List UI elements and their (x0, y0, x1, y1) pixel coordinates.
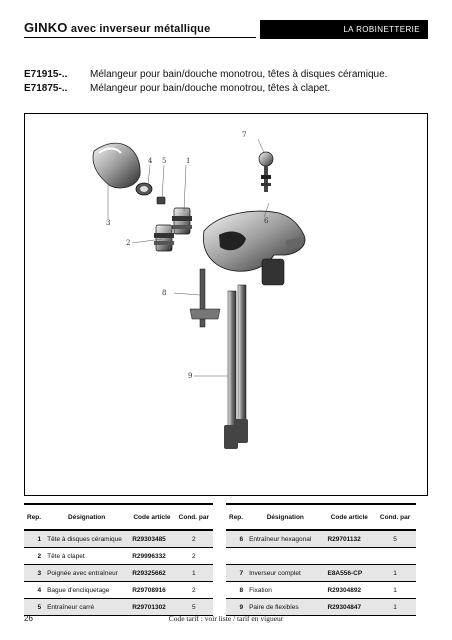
cell-rep: 3 (24, 564, 45, 582)
callout-5: 5 (162, 157, 166, 165)
cell-rep: 1 (24, 530, 45, 548)
col-code: Code article (324, 503, 375, 531)
cell-qty: 1 (374, 564, 416, 582)
cell-qty: 2 (174, 581, 213, 599)
cell-rep: 2 (24, 547, 45, 565)
cell-code: R29996332 (129, 547, 175, 565)
cell-code: R29701132 (324, 530, 375, 548)
cell-code: E8A556-CP (324, 564, 375, 582)
cell-code: R29304847 (324, 598, 375, 616)
cell-qty: 2 (174, 547, 213, 565)
col-rep: Rep. (226, 503, 247, 531)
callout-3: 3 (106, 219, 110, 227)
cell-code (324, 547, 375, 565)
product-ref-2: E71875-.. (24, 83, 68, 94)
section-label: LA ROBINETTERIE (343, 25, 420, 34)
title-brand: GINKO (24, 20, 68, 35)
parts-table-right: Rep. Désignation Code article Cond. par … (226, 503, 416, 616)
product-ref-1: E71915-.. (24, 69, 68, 80)
col-qty: Cond. par (374, 503, 416, 531)
cell-code: R29701302 (129, 598, 175, 616)
callout-9: 9 (188, 372, 192, 380)
cell-code: R29303485 (129, 530, 175, 548)
cell-designation: Entraîneur carré (44, 598, 130, 616)
cell-designation: Tête à disques céramique (44, 530, 130, 548)
cell-rep (226, 547, 247, 565)
cell-rep: 7 (226, 564, 247, 582)
cell-qty: 5 (374, 530, 416, 548)
valve-cartridge-part (154, 224, 174, 252)
parts-table-left: Rep. Désignation Code article Cond. par … (24, 503, 213, 616)
cell-designation: Tête à clapet (44, 547, 130, 565)
cell-code: R29708916 (129, 581, 175, 599)
cell-qty: 1 (374, 581, 416, 599)
cell-code: R29304892 (324, 581, 375, 599)
col-rep: Rep. (24, 503, 45, 531)
snap-ring-part (135, 182, 153, 196)
title-subtitle: avec inverseur métallique (70, 23, 211, 35)
cell-designation (246, 547, 325, 565)
cell-designation: Inverseur complet (246, 564, 325, 582)
cell-rep: 6 (226, 530, 247, 548)
cell-designation: Bague d'encliquetage (44, 581, 130, 599)
cell-qty: 1 (174, 564, 213, 582)
exploded-view-frame (24, 113, 428, 496)
header-rule (24, 37, 256, 38)
leader-lines (107, 138, 270, 377)
diverter-part (258, 151, 274, 192)
callout-6: 6 (264, 217, 269, 225)
cell-rep: 4 (24, 581, 45, 599)
cell-qty (374, 547, 416, 565)
product-desc-2: Mélangeur pour bain/douche monotrou, têt… (90, 83, 331, 94)
col-qty: Cond. par (174, 503, 213, 531)
callout-7: 7 (242, 131, 246, 139)
table-row (226, 547, 416, 565)
cell-rep: 8 (226, 581, 247, 599)
exploded-view-diagram: 1 2 3 4 5 6 7 8 9 (92, 131, 306, 449)
callout-8: 8 (162, 289, 166, 297)
flexible-hoses-part (224, 284, 248, 449)
handle-cap-part (92, 142, 141, 189)
cell-rep: 9 (226, 598, 247, 616)
table-header-row: Rep. Désignation Code article Cond. par (226, 503, 416, 531)
table-header-row: Rep. Désignation Code article Cond. par (24, 503, 213, 531)
ceramic-cartridge-part (172, 207, 192, 235)
col-designation: Désignation (44, 503, 130, 531)
cell-qty: 1 (374, 598, 416, 616)
col-designation: Désignation (246, 503, 325, 531)
page-number: 26 (24, 614, 33, 623)
callout-2: 2 (126, 239, 130, 247)
square-driver-part (156, 196, 166, 205)
mixer-body-part (202, 210, 306, 286)
cell-designation: Entraîneur hexagonal (246, 530, 325, 548)
callout-1: 1 (186, 157, 190, 165)
product-desc-1: Mélangeur pour bain/douche monotrou, têt… (90, 69, 388, 80)
col-code: Code article (129, 503, 175, 531)
cell-qty: 5 (174, 598, 213, 616)
footer-note: Code tarif : voir liste / tarif en vigue… (168, 614, 284, 623)
cell-qty: 2 (174, 530, 213, 548)
section-tab: LA ROBINETTERIE (260, 20, 428, 39)
cell-designation: Poignée avec entraîneur (44, 564, 130, 582)
callout-4: 4 (148, 157, 153, 165)
fixing-part (189, 268, 221, 328)
cell-designation: Paire de flexibles (246, 598, 325, 616)
cell-code: R29325662 (129, 564, 175, 582)
cell-designation: Fixation (246, 581, 325, 599)
page-title: GINKO avec inverseur métallique (24, 20, 210, 35)
cell-rep: 5 (24, 598, 45, 616)
